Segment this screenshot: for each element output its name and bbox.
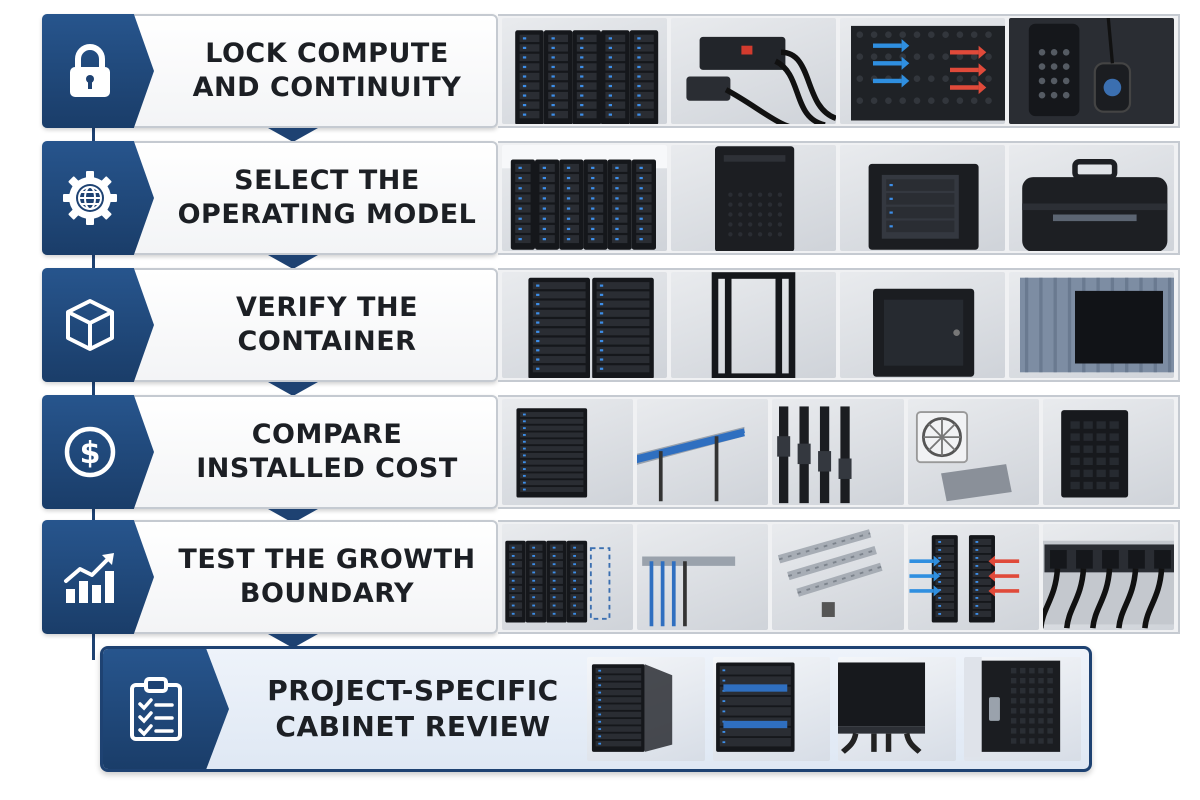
server-racks-image: [502, 18, 667, 124]
step-connector-arrow: [268, 382, 318, 396]
review-image-strip: [587, 657, 1081, 761]
step-badge: [42, 14, 154, 128]
cabinet-door-lock-image: [963, 657, 1081, 761]
growth-chart-icon: [64, 553, 114, 603]
step-title: SELECT THE OPERATING MODEL: [177, 165, 477, 230]
rugged-transport-case-image: [1009, 145, 1174, 251]
open-door-cabinet-image: [587, 657, 705, 761]
wall-mount-enclosure-image: [840, 272, 1005, 378]
overhead-cabling-image: [637, 524, 769, 630]
cube-icon: [66, 299, 114, 351]
review-badge: [103, 649, 229, 769]
cabinet-base-cabling-image: [838, 657, 956, 761]
process-step-5: TEST THE GROWTH BOUNDARY: [42, 520, 1180, 648]
dollar-icon: $: [64, 426, 116, 478]
step-image-strip: [498, 268, 1180, 382]
access-control-keypad-image: [1009, 18, 1174, 124]
enclosed-cabinet-image: [1042, 399, 1175, 505]
step-connector-arrow: [268, 255, 318, 269]
step-title: TEST THE GROWTH BOUNDARY: [178, 544, 476, 609]
step-image-strip: [498, 14, 1180, 128]
power-supply-cables-image: [671, 18, 836, 124]
fan-and-filter-image: [907, 399, 1039, 505]
step-title: COMPARE INSTALLED COST: [196, 419, 458, 484]
populated-rack-image: [502, 399, 634, 505]
clipboard-checklist-icon: [130, 677, 182, 741]
hot-cold-airflow-image: [907, 524, 1039, 630]
gear-globe-icon: [63, 171, 117, 225]
step-badge: [42, 520, 154, 634]
wall-mount-cabinet-image: [840, 145, 1005, 251]
rack-expansion-image: [502, 524, 634, 630]
tower-server-image: [671, 145, 836, 251]
rack-with-equipment-image: [712, 657, 830, 761]
step-title: LOCK COMPUTE AND CONTINUITY: [192, 38, 462, 103]
review-title: PROJECT-SPECIFIC CABINET REVIEW: [267, 674, 559, 743]
vertical-pdu-image: [772, 399, 904, 505]
airflow-cooling-image: [840, 18, 1005, 124]
shipping-container-datacenter-image: [1009, 272, 1174, 378]
step-badge: $: [42, 395, 154, 509]
cable-tray-image: [637, 399, 769, 505]
step-connector-arrow: [268, 128, 318, 142]
process-step-3: VERIFY THE CONTAINER: [42, 268, 1180, 396]
enclosed-rack-image: [502, 272, 667, 378]
review-card: PROJECT-SPECIFIC CABINET REVIEW: [100, 646, 1092, 772]
process-step-4: $ COMPARE INSTALLED COST: [42, 395, 1180, 523]
step-title: VERIFY THE CONTAINER: [235, 292, 419, 357]
svg-text:$: $: [80, 436, 101, 471]
step-image-strip: [498, 395, 1180, 509]
process-step-1: LOCK COMPUTE AND CONTINUITY: [42, 14, 1180, 142]
process-step-2: SELECT THE OPERATING MODEL: [42, 141, 1180, 269]
power-connectors-image: [1042, 524, 1175, 630]
data-center-rows-image: [502, 145, 667, 251]
step-badge: [42, 268, 154, 382]
step-badge: [42, 141, 154, 255]
step-image-strip: [498, 141, 1180, 255]
open-frame-rack-image: [671, 272, 836, 378]
step-image-strip: [498, 520, 1180, 634]
mounting-rails-image: [772, 524, 904, 630]
lock-icon: [70, 44, 110, 97]
